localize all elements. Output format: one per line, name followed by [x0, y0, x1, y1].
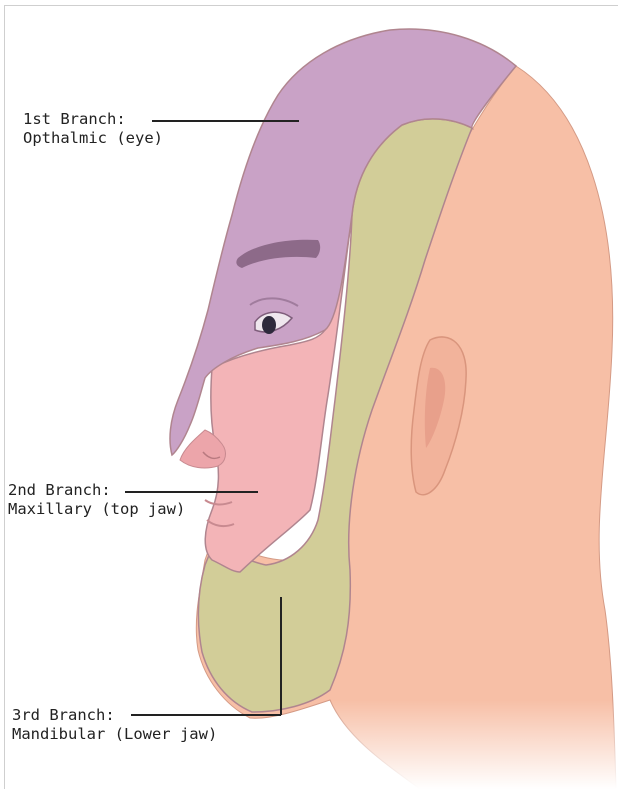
- mandibular-label: 3rd Branch: Mandibular (Lower jaw): [12, 706, 217, 744]
- ophthalmic-label: 1st Branch: Opthalmic (eye): [23, 110, 163, 148]
- mandibular-detail: Mandibular (Lower jaw): [12, 725, 217, 744]
- maxillary-title: 2nd Branch:: [8, 481, 185, 500]
- maxillary-detail: Maxillary (top jaw): [8, 500, 185, 519]
- ophthalmic-title: 1st Branch:: [23, 110, 163, 129]
- maxillary-label: 2nd Branch: Maxillary (top jaw): [8, 481, 185, 519]
- neck-fade: [330, 700, 618, 789]
- mandibular-title: 3rd Branch:: [12, 706, 217, 725]
- eye-iris: [262, 316, 276, 334]
- ophthalmic-detail: Opthalmic (eye): [23, 129, 163, 148]
